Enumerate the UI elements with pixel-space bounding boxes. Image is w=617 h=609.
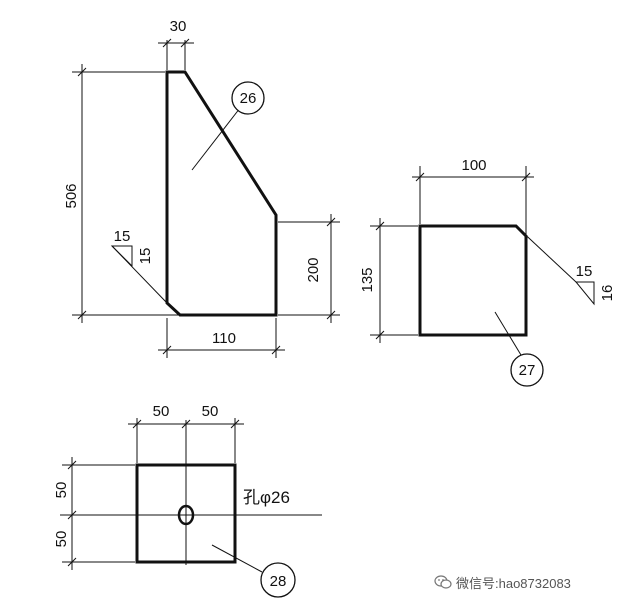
part-27-outline <box>418 224 528 337</box>
slope-27-run: 15 <box>576 263 593 280</box>
callout-27-label: 27 <box>519 362 536 379</box>
slope-27-rise: 16 <box>599 285 616 302</box>
dim-28-top-height: 50 <box>53 482 70 499</box>
dim-26-right-height: 200 <box>305 257 322 282</box>
callout-26-label: 26 <box>240 90 257 107</box>
dim-28-bottom-height: 50 <box>53 531 70 548</box>
dim-28-left-width: 50 <box>153 403 170 420</box>
part-27: 100 135 15 16 27 <box>359 157 616 387</box>
dim-26-top-width: 30 <box>170 18 187 35</box>
watermark: 微信号:hao8732083 <box>434 572 571 592</box>
dim-26-bottom-width: 110 <box>212 330 236 347</box>
dim-26-height: 506 <box>63 183 80 208</box>
watermark-text: 微信号:hao8732083 <box>456 575 571 591</box>
hole-label: 孔φ26 <box>243 488 290 507</box>
dim-27-height: 135 <box>359 267 376 292</box>
callout-28 <box>260 562 296 598</box>
dim-28-right-width: 50 <box>202 403 219 420</box>
dim-27-width: 100 <box>461 157 486 174</box>
part-28: 孔φ26 50 50 50 50 28 <box>53 403 322 598</box>
part-26: 30 506 200 110 15 15 26 <box>63 18 340 358</box>
callout-28-label: 28 <box>270 573 287 590</box>
callout-26 <box>231 81 265 115</box>
hole-marker <box>177 504 195 526</box>
slope-26-rise: 15 <box>137 248 154 265</box>
slope-26-run: 15 <box>114 228 131 245</box>
callout-27 <box>510 353 544 387</box>
wechat-icon <box>434 575 452 589</box>
